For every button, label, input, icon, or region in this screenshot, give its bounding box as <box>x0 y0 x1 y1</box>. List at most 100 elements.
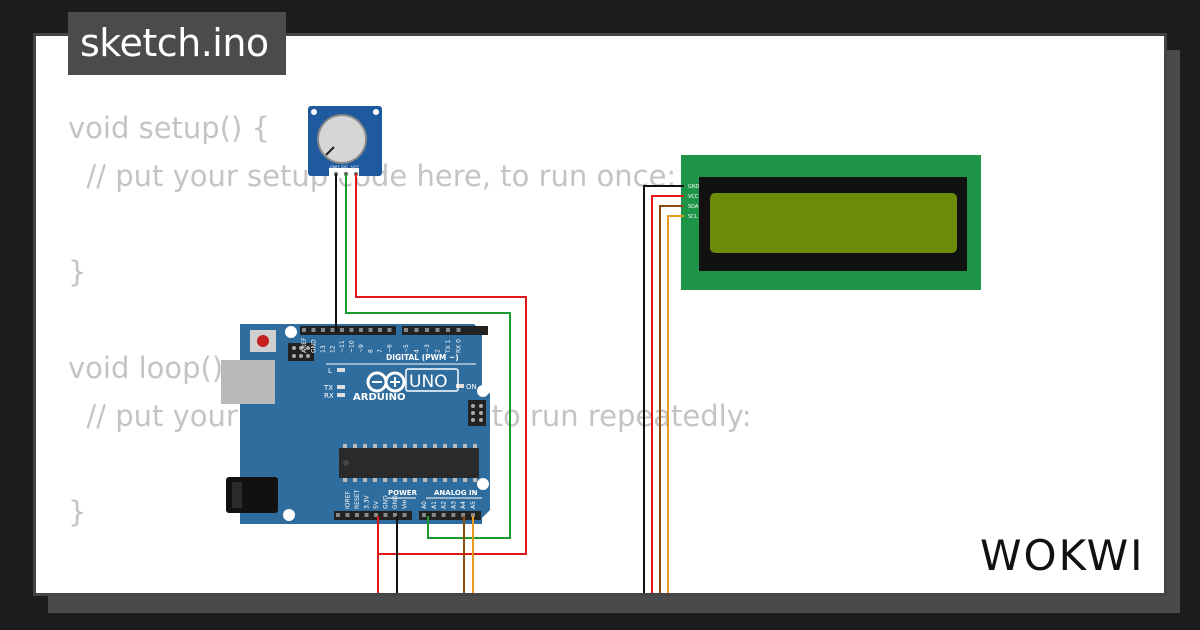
wokwi-logo: WOKWI <box>980 531 1145 580</box>
digital-header <box>300 326 488 335</box>
icsp2-header <box>468 400 486 426</box>
reset-button[interactable] <box>250 330 276 352</box>
analog-pin-label: A1 <box>431 501 438 509</box>
pin-hole <box>321 328 325 332</box>
arduino-brand: ARDUINO <box>353 392 405 403</box>
pin-hole <box>349 328 354 332</box>
pin-hole <box>364 513 369 517</box>
led-label-rx: RX <box>324 392 334 400</box>
digital-pin-label: AREF <box>301 337 308 353</box>
digital-pin-label: 2 <box>435 349 442 353</box>
pin-hole <box>383 513 388 517</box>
digital-pin-label: 4 <box>414 349 421 353</box>
pin-hole <box>441 513 446 517</box>
pin-hole <box>359 328 363 332</box>
pot-pin-sig: SIG <box>341 165 348 170</box>
digital-pin-label: RX 0 <box>456 339 463 353</box>
icsp-header <box>288 343 314 361</box>
wire-pot-signal <box>345 174 511 539</box>
pin-hole <box>340 328 344 332</box>
digital-pin-label: ~9 <box>358 344 365 353</box>
bottom-pin-holes <box>336 513 475 517</box>
digital-pin-label: 13 <box>320 345 327 353</box>
power-header <box>334 511 412 520</box>
power-pin-label: RESET <box>354 489 361 509</box>
digital-pin-label: ~5 <box>403 344 410 353</box>
power-pin-label: GND <box>383 495 390 509</box>
wire-lcd-gnd <box>643 185 684 593</box>
arduino-logo <box>366 368 459 393</box>
lcd-pin-scl: SCL <box>688 214 698 220</box>
potentiometer[interactable]: GND SIG VCC <box>308 106 382 178</box>
power-pin-label: GND <box>392 495 399 509</box>
pin-hole <box>461 513 466 517</box>
power-pin-label: IOREF <box>345 491 352 509</box>
power-pin-label: Vin <box>402 499 409 509</box>
pin-hole <box>451 513 456 517</box>
analog-pin-label: A2 <box>441 501 448 509</box>
digital-pin-holes <box>302 328 461 332</box>
pin-hole <box>393 513 397 517</box>
chip-legs <box>343 444 477 482</box>
wires <box>335 174 684 593</box>
atmega-chip <box>339 448 479 478</box>
digital-pin-label: ~11 <box>339 340 346 353</box>
board-leds: L TX RX ON <box>323 367 477 400</box>
arduino-model: UNO <box>409 372 448 392</box>
code-line: } <box>68 255 87 289</box>
analog-header <box>419 511 481 520</box>
analog-pin-label: A5 <box>470 501 477 509</box>
wire-lcd-vcc <box>651 195 684 593</box>
digital-pin-label: 7 <box>377 349 384 353</box>
lcd-pin-gnd: GND <box>688 184 700 190</box>
file-tab-label: sketch.ino <box>80 21 269 65</box>
led-label-tx: TX <box>323 384 333 392</box>
digital-pin-label: TX 1 <box>445 339 452 354</box>
lcd-pin-sda: SDA <box>688 204 699 210</box>
digital-pin-label: ~3 <box>424 344 431 353</box>
pot-pin-gnd: GND <box>330 165 339 170</box>
analog-pin-label: A0 <box>421 501 428 509</box>
pin-hole <box>330 328 335 332</box>
lcd-1602-i2c[interactable]: GND VCC SDA SCL <box>681 155 981 290</box>
pin-hole <box>311 328 316 332</box>
usb-connector <box>221 360 275 404</box>
pin-hole <box>336 513 340 517</box>
digital-pin-label: 8 <box>368 349 375 353</box>
lcd-pin-vcc: VCC <box>688 194 699 200</box>
pot-pin-vcc: VCC <box>351 165 360 170</box>
pin-hole <box>446 328 450 332</box>
wire-lcd-scl <box>667 215 684 593</box>
pin-hole <box>471 513 475 517</box>
power-pin-label: 3.3V <box>364 494 371 509</box>
pin-hole <box>404 328 408 332</box>
file-tab[interactable]: sketch.ino <box>68 12 286 75</box>
digital-label: DIGITAL (PWM ~) <box>386 353 459 362</box>
pin-hole <box>431 513 436 517</box>
code-line: } <box>68 495 87 529</box>
pin-hole <box>414 328 419 332</box>
pin-hole <box>425 328 429 332</box>
digital-pin-label: GND <box>311 339 318 353</box>
pin-hole <box>345 513 350 517</box>
project-card: void setup() { // put your setup code he… <box>33 33 1167 596</box>
analog-pin-label: A3 <box>450 501 457 509</box>
power-label: POWER <box>388 489 418 497</box>
wire-pot-vcc <box>355 174 527 555</box>
wire-lcd-sda <box>659 205 684 593</box>
analog-pin-label: A4 <box>460 501 467 509</box>
pin-hole <box>422 513 426 517</box>
wokwi-logo-text: WOKWI <box>980 531 1145 580</box>
pin-hole <box>302 328 306 332</box>
analog-label: ANALOG IN <box>434 489 478 497</box>
led-label-on: ON <box>466 383 477 391</box>
power-jack <box>226 477 278 513</box>
led-label-l: L <box>328 367 332 375</box>
power-pin-label: 5V <box>373 500 380 509</box>
pin-hole <box>435 328 440 332</box>
code-line: void setup() { <box>68 111 270 145</box>
